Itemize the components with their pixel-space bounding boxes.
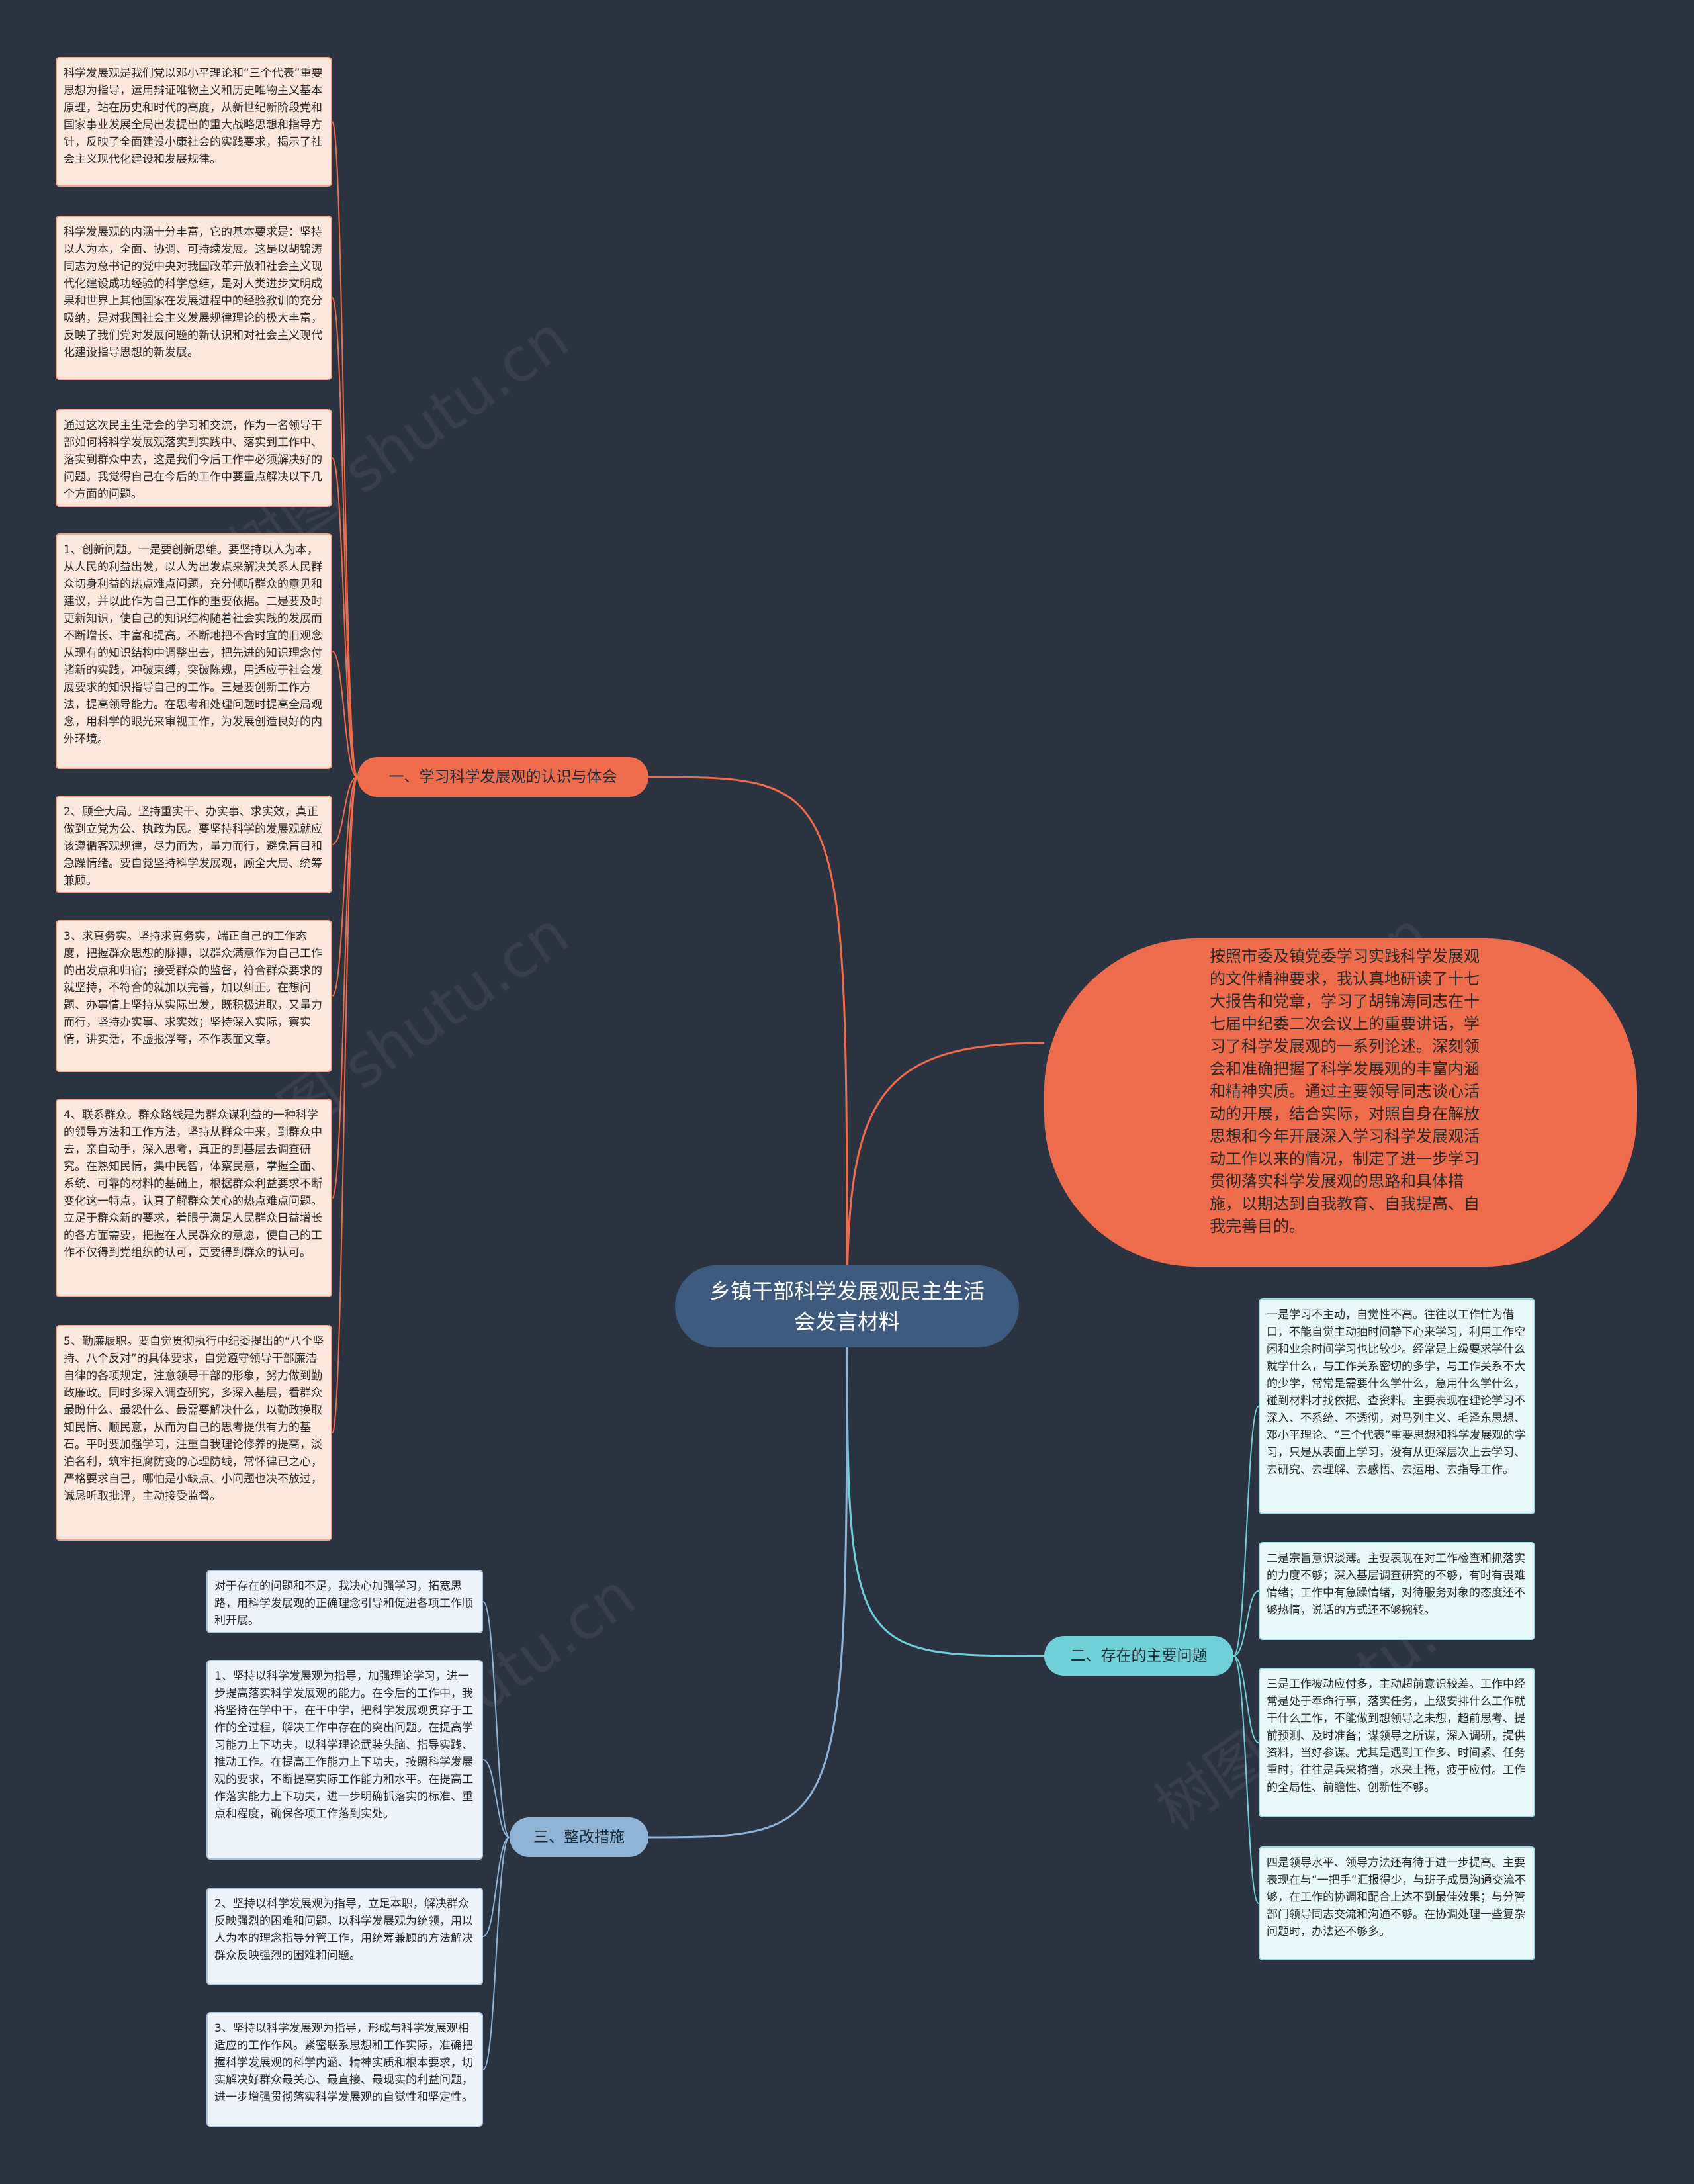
branch-main-problems[interactable]: 二、存在的主要问题 <box>1044 1636 1233 1676</box>
connector-branch-leaf <box>1233 1655 1259 1743</box>
connector-branch-leaf <box>332 457 358 778</box>
leaf-truth-seeking[interactable]: 3、求真务实。坚持求真务实，端正自己的工作态度，把握群众思想的脉搏，以群众满意作… <box>56 920 332 1072</box>
branch-rectification[interactable]: 三、整改措施 <box>510 1817 648 1857</box>
leaf-mass-connection[interactable]: 4、联系群众。群众路线是为群众谋利益的一种科学的领导方法和工作方法，坚持从群众中… <box>56 1099 332 1297</box>
connector-branch-leaf <box>332 776 358 1433</box>
connector-branch-leaf <box>482 1837 510 1937</box>
leaf-problem-4[interactable]: 四是领导水平、领导方法还有待于进一步提高。主要表现在与“一把手”汇报得少，与班子… <box>1259 1846 1535 1960</box>
leaf-rectify-1[interactable]: 1、坚持以科学发展观为指导，加强理论学习，进一步提高落实科学发展观的能力。在今后… <box>206 1660 483 1860</box>
leaf-innovation[interactable]: 1、创新问题。一是要创新思维。要坚持以人为本，从人民的利益出发，以人为出发点来解… <box>56 533 332 769</box>
intro-summary-node[interactable]: 按照市委及镇党委学习实践科学发展观的文件精神要求，我认真地研读了十七大报告和党章… <box>1044 938 1637 1267</box>
leaf-diligent-integrity[interactable]: 5、勤廉履职。要自觉贯彻执行中纪委提出的“八个坚持、八个反对”的具体要求，自觉遵… <box>56 1325 332 1541</box>
leaf-problem-3[interactable]: 三是工作被动应付多，主动超前意识较差。工作中经常是处于奉命行事，落实任务，上级安… <box>1259 1668 1535 1817</box>
connector-root-intro <box>846 1042 1045 1307</box>
connector-branch-leaf <box>332 776 358 845</box>
leaf-rectify-2[interactable]: 2、坚持以科学发展观为指导，立足本职，解决群众反映强烈的困难和问题。以科学发展观… <box>206 1888 483 1985</box>
connector-branch-leaf <box>482 1837 510 2070</box>
leaf-rectify-intro[interactable]: 对于存在的问题和不足，我决心加强学习，拓宽思路，用科学发展观的正确理念引导和促进… <box>206 1570 483 1633</box>
connector-root-branch <box>846 1306 1045 1657</box>
leaf-understanding-1[interactable]: 科学发展观是我们党以邓小平理论和“三个代表”重要思想为指导，运用辩证唯物主义和历… <box>56 57 332 187</box>
connector-branch-leaf <box>1233 1590 1259 1657</box>
connector-branch-leaf <box>482 1601 510 1838</box>
connector-branch-leaf <box>1233 1655 1259 1904</box>
root-topic[interactable]: 乡镇干部科学发展观民主生活会发言材料 <box>675 1265 1019 1347</box>
connector-branch-leaf <box>332 776 358 1199</box>
connector-root-branch <box>648 776 848 1307</box>
connector-branch-leaf <box>482 1759 510 1838</box>
connector-branch-leaf <box>332 297 358 778</box>
branch-understanding[interactable]: 一、学习科学发展观的认识与体会 <box>357 757 648 797</box>
connector-branch-leaf <box>332 651 358 778</box>
leaf-understanding-2[interactable]: 科学发展观的内涵十分丰富，它的基本要求是：坚持以人为本，全面、协调、可持续发展。… <box>56 216 332 380</box>
leaf-overall-situation[interactable]: 2、顾全大局。坚持重实干、办实事、求实效，真正做到立党为公、执政为民。要坚持科学… <box>56 796 332 893</box>
connector-branch-leaf <box>332 121 358 778</box>
connector-branch-leaf <box>1233 1406 1259 1657</box>
connector-root-branch <box>648 1306 848 1839</box>
leaf-understanding-3[interactable]: 通过这次民主生活会的学习和交流，作为一名领导干部如何将科学发展观落实到实践中、落… <box>56 409 332 507</box>
leaf-problem-1[interactable]: 一是学习不主动，自觉性不高。往往以工作忙为借口，不能自觉主动抽时间静下心来学习，… <box>1259 1298 1535 1514</box>
leaf-rectify-3[interactable]: 3、坚持以科学发展观为指导，形成与科学发展观相适应的工作作风。紧密联系思想和工作… <box>206 2012 483 2127</box>
connector-branch-leaf <box>332 776 358 997</box>
leaf-problem-2[interactable]: 二是宗旨意识淡薄。主要表现在对工作检查和抓落实的力度不够；深入基层调查研究的不够… <box>1259 1542 1535 1640</box>
